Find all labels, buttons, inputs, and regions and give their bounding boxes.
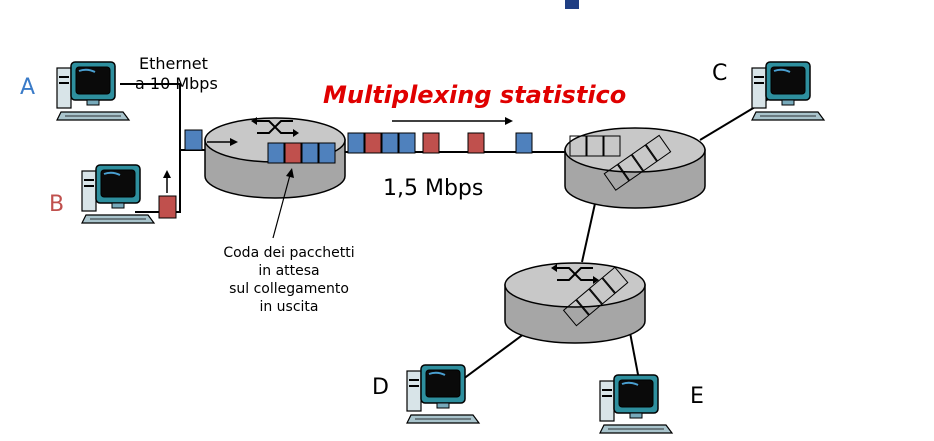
host-a-computer [56, 61, 130, 121]
diagram-title: Multiplexing statistico [323, 81, 626, 109]
host-b-label: B [49, 192, 64, 217]
packet-from-a [184, 129, 203, 151]
ethernet-label-line1: Ethernet [139, 54, 208, 73]
queue-caption-line3: sul collegamento [229, 281, 349, 297]
link-packets [347, 132, 533, 154]
empty-queue-bottom [562, 266, 629, 327]
queue-caption-line2: in attesa [258, 263, 319, 279]
host-d-label: D [372, 375, 389, 400]
title-remnant [565, 0, 579, 9]
packet-from-b [158, 195, 177, 219]
host-e-label: E [690, 384, 704, 409]
queue-caption: Coda dei pacchetti in attesa sul collega… [223, 245, 354, 315]
link-speed-label: 1,5 Mbps [383, 176, 483, 201]
host-c-computer [751, 61, 825, 121]
host-b-computer [81, 164, 155, 224]
ethernet-label-line2: a 10 Mbps [135, 74, 218, 93]
router-bottom [504, 262, 646, 344]
empty-queue-right [569, 134, 672, 191]
flow-arrow [392, 117, 513, 125]
queue-caption-line4: in uscita [259, 299, 318, 315]
host-d-computer [406, 364, 480, 424]
arrow-up-b [163, 170, 171, 193]
queue-pointer [272, 168, 294, 239]
host-e-computer [599, 374, 673, 434]
queue-caption-line1: Coda dei pacchetti [223, 245, 354, 261]
arrow-into-router [207, 138, 238, 146]
packet-queue [267, 142, 336, 164]
host-a-label: A [20, 75, 35, 100]
host-c-label: C [712, 61, 727, 86]
